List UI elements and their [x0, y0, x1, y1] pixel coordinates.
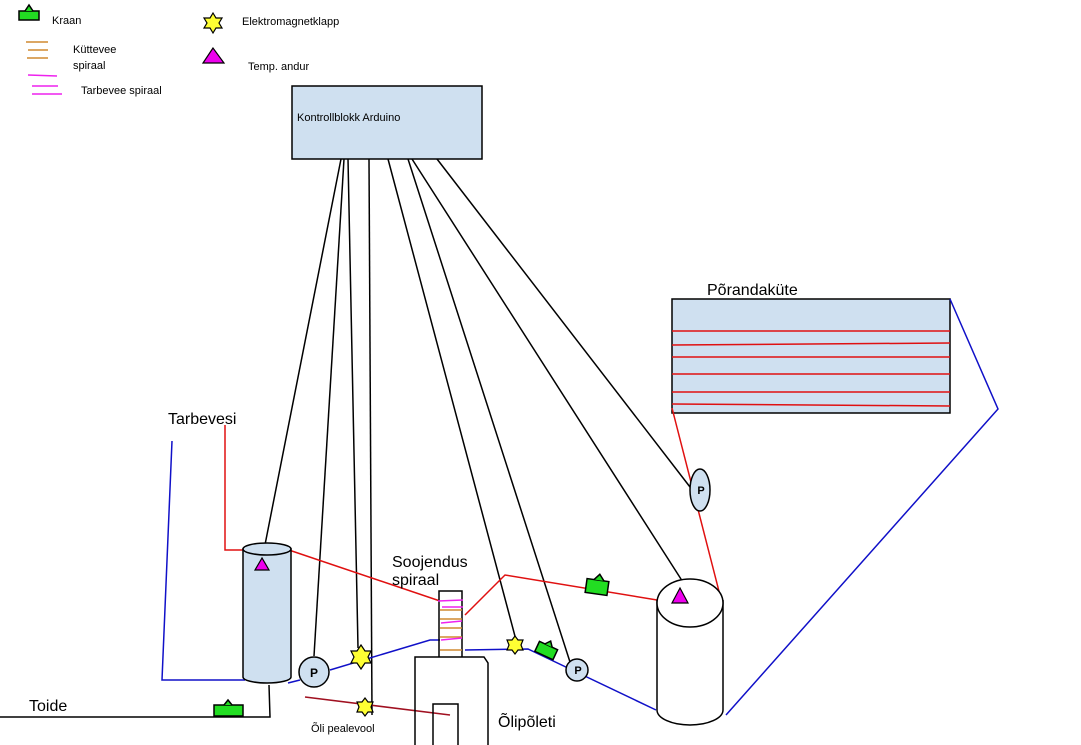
legend-elektromagnetklapp-label: Elektromagnetklapp [242, 16, 339, 28]
legend-kuttevee-label-1: Küttevee [73, 44, 116, 56]
legend-kuttevee-label-2: spiraal [73, 60, 105, 72]
floor-heating-label: Põrandaküte [707, 282, 798, 299]
boiler-tank [656, 578, 724, 726]
tap-water-cold-pipe [161, 440, 245, 681]
legend-temp-sensor-icon [201, 46, 226, 64]
legend-valve-icon [18, 3, 40, 21]
wire-to-solenoid-1 [347, 158, 359, 649]
arduino-controller: Kontrollblokk Arduino [291, 85, 483, 160]
control-wires [261, 158, 691, 716]
wire-to-tank-sensor [261, 158, 342, 561]
pump-floor-label: P [697, 485, 704, 497]
heating-coils-magenta [437, 599, 464, 641]
valve-boiler-pipe-icon [584, 573, 610, 597]
pump-boiler: P [565, 658, 589, 682]
tap-water-label: Tarbevesi [168, 411, 236, 428]
legend-temp-andur-label: Temp. andur [248, 61, 309, 73]
wire-to-pump-2 [407, 158, 571, 663]
legend-solenoid-icon [202, 11, 224, 35]
valve-power-icon [213, 698, 244, 717]
tap-water-tank: Tarbevesi [168, 411, 292, 684]
tank-temp-sensor-icon [253, 556, 271, 571]
oil-burner: Õlipõleti [414, 656, 556, 745]
solenoid-2-icon [506, 635, 524, 655]
heating-spiral: Soojendus spiraal [392, 554, 468, 657]
spiral-to-boiler-pipe [464, 648, 657, 711]
floor-heating-coils [671, 330, 951, 407]
tank-to-spiral-pipe [279, 546, 441, 602]
oil-supply-label: Õli pealevool [311, 722, 375, 735]
pump-tank-label: P [310, 666, 318, 680]
arduino-controller-label: Kontrollblokk Arduino [297, 112, 400, 124]
oil-solenoid-icon [356, 697, 374, 717]
legend: Kraan Küttevee spiraal Tarbevee spiraal … [18, 3, 339, 97]
pump1-to-spiral-pipe [329, 639, 440, 671]
spiral-label-1: Soojendus [392, 554, 468, 571]
solenoid-1-icon [350, 643, 372, 671]
boiler-temp-sensor-icon [671, 586, 689, 604]
wire-to-boiler-sensor [411, 158, 689, 591]
legend-kraan-label: Kraan [52, 15, 81, 27]
wire-to-solenoid-2 [387, 158, 517, 641]
floor-heating: Põrandaküte [671, 282, 951, 414]
heating-coils-orange [440, 609, 462, 651]
legend-coil-water-icon [27, 74, 62, 95]
pump-boiler-label: P [574, 665, 581, 677]
valve-return-pipe-icon [533, 639, 559, 661]
boiler-hot-pipe [464, 574, 658, 616]
pump-floor: P [689, 468, 711, 512]
oil-supply-pipe [304, 696, 451, 716]
oil-burner-label: Õlipõleti [498, 711, 556, 731]
tank-return-pipe [287, 679, 301, 684]
wire-to-oil-solenoid [368, 158, 373, 716]
spiral-label-2: spiraal [392, 572, 439, 589]
legend-tarbevee-label: Tarbevee spiraal [81, 85, 162, 97]
legend-coil-heating-icon [26, 41, 48, 59]
pump-tank: P [298, 656, 330, 688]
tap-water-hot-pipe [224, 425, 245, 551]
power-line [0, 684, 271, 718]
power-label: Toide [29, 698, 67, 715]
wire-to-floor-pump [436, 158, 691, 488]
wire-to-pump-1 [313, 158, 345, 657]
floor-return-pipe [725, 298, 999, 716]
